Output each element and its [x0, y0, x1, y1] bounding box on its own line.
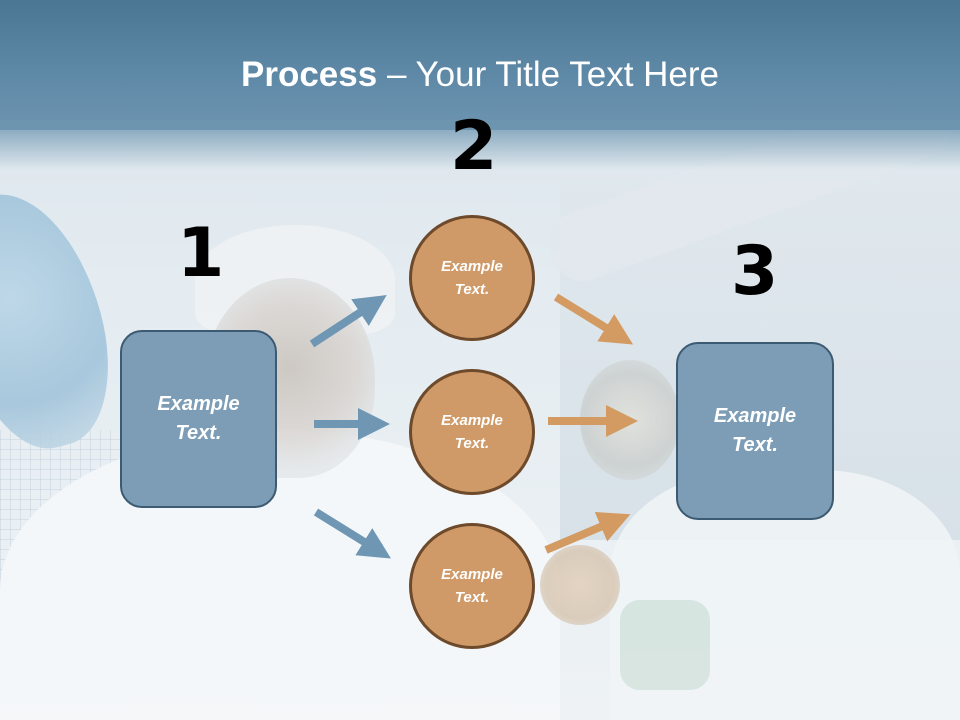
step-1-box-label: Example Text.	[157, 393, 240, 444]
circle-middle-label: Example Text.	[441, 412, 503, 452]
step-2-circle-bottom[interactable]: Example Text.	[409, 523, 535, 649]
circle-bottom-label: Example Text.	[441, 566, 503, 606]
slide-title: Process – Your Title Text Here	[0, 52, 960, 98]
step-2-circle-top[interactable]: Example Text.	[409, 215, 535, 341]
title-band	[0, 0, 960, 130]
step-number-1: 1	[177, 214, 225, 293]
step-number-2: 2	[450, 107, 498, 186]
slide-title-rest: – Your Title Text Here	[377, 55, 719, 94]
step-1-box[interactable]: Example Text.	[120, 330, 277, 508]
circle-top-label: Example Text.	[441, 258, 503, 298]
step-2-circle-middle[interactable]: Example Text.	[409, 369, 535, 495]
step-number-3: 3	[731, 232, 779, 311]
background-dental-lamp	[580, 360, 680, 480]
title-band-fade	[0, 120, 960, 170]
background-chair	[620, 600, 710, 690]
slide-title-bold: Process	[241, 55, 378, 94]
background-glove	[0, 176, 132, 464]
step-3-box-label: Example Text.	[713, 405, 797, 456]
background-child-patient	[540, 545, 620, 625]
step-3-box[interactable]: Example Text.	[676, 342, 834, 520]
